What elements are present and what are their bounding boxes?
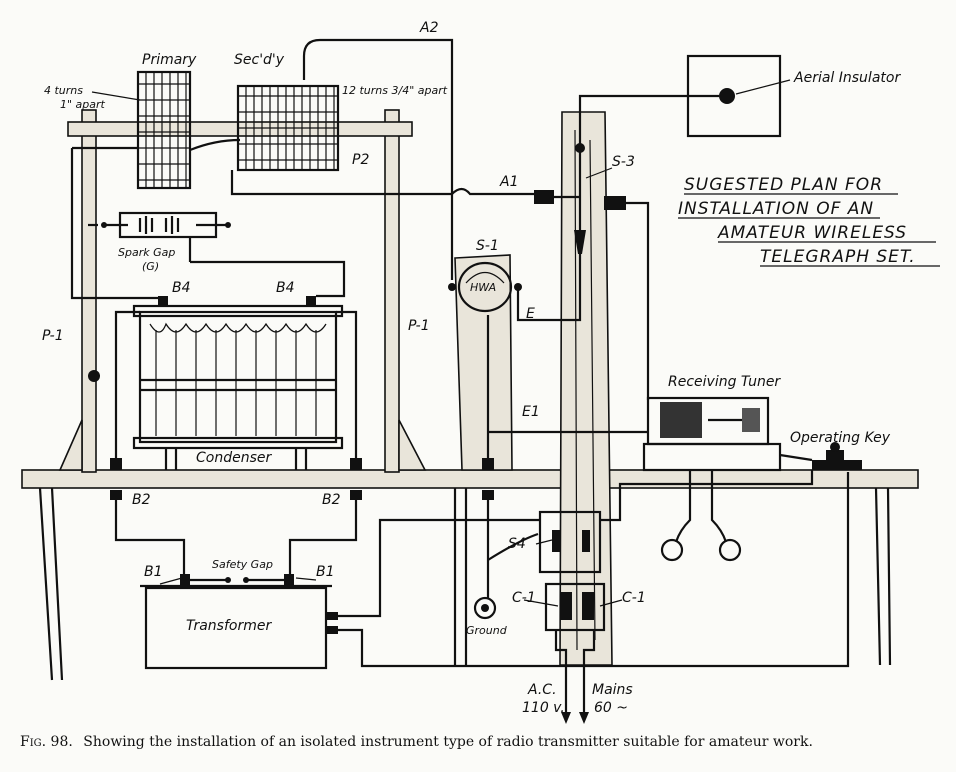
table-leg-mid bbox=[453, 488, 468, 665]
post-p1-right bbox=[384, 109, 400, 473]
ground-terminal bbox=[473, 596, 497, 620]
label-twelve-turns: 12 turns 3/4" apart bbox=[342, 84, 448, 97]
title-line-1: SUGESTED PLAN FOR bbox=[684, 175, 883, 195]
label-ground: Ground bbox=[466, 624, 508, 637]
label-p2: P2 bbox=[352, 152, 369, 168]
label-c1-left: C-1 bbox=[512, 590, 536, 606]
title-underlines bbox=[678, 193, 940, 267]
label-secondary: Sec'd'y bbox=[234, 52, 285, 68]
aerial-insulator bbox=[719, 88, 735, 104]
mast-post bbox=[559, 111, 613, 666]
label-p1-right: P-1 bbox=[408, 318, 430, 334]
label-one-apart: 1" apart bbox=[60, 98, 106, 111]
table-leg-right bbox=[874, 487, 892, 666]
title-line-2: INSTALLATION OF AN bbox=[678, 199, 874, 219]
label-b4-left: B4 bbox=[172, 280, 191, 296]
label-b2-right: B2 bbox=[322, 492, 341, 508]
title-line-4: TELEGRAPH SET. bbox=[760, 247, 916, 267]
spark-gap bbox=[101, 211, 231, 239]
title-line-3: AMATEUR WIRELESS bbox=[717, 223, 907, 243]
label-condenser: Condenser bbox=[196, 450, 272, 466]
label-a1: A1 bbox=[499, 174, 518, 190]
secondary-coil bbox=[236, 84, 340, 172]
label-b1-left: B1 bbox=[144, 564, 163, 580]
label-b2-left: B2 bbox=[132, 492, 151, 508]
table-leg-left-1 bbox=[38, 487, 64, 681]
label-mains: Mains bbox=[592, 682, 633, 698]
figure-number: Fig. 98. bbox=[20, 734, 73, 750]
label-e1: E1 bbox=[522, 404, 540, 420]
hot-wire-ammeter bbox=[448, 261, 522, 313]
label-a2: A2 bbox=[419, 20, 439, 36]
leader-lines bbox=[91, 79, 791, 607]
antenna-switch bbox=[534, 143, 626, 254]
primary-coil bbox=[136, 70, 192, 190]
label-s1: S-1 bbox=[476, 238, 499, 254]
operating-key bbox=[812, 442, 862, 470]
label-b4-right: B4 bbox=[276, 280, 295, 296]
label-s3: S-3 bbox=[612, 154, 635, 170]
binding-posts bbox=[88, 296, 494, 500]
brace-right bbox=[398, 419, 427, 471]
fuses bbox=[544, 582, 606, 632]
caption-text: Showing the installation of an isolated … bbox=[83, 734, 813, 750]
label-four-turns: 4 turns bbox=[44, 84, 83, 97]
label-e: E bbox=[526, 306, 535, 322]
label-hwa: HWA bbox=[470, 281, 496, 294]
label-ac: A.C. bbox=[527, 682, 557, 698]
table-top bbox=[21, 469, 919, 489]
label-aerial-insulator: Aerial Insulator bbox=[793, 70, 901, 86]
headphones bbox=[660, 470, 742, 562]
label-s4: S4 bbox=[508, 536, 526, 552]
transformer bbox=[140, 574, 338, 670]
label-cycles: 60 ~ bbox=[594, 700, 628, 716]
lightning-switch bbox=[538, 510, 602, 574]
condenser bbox=[132, 304, 344, 470]
label-p1-left: P-1 bbox=[42, 328, 64, 344]
label-primary: Primary bbox=[142, 52, 197, 68]
post-p1-left bbox=[81, 109, 97, 473]
figure-caption: Fig. 98. Showing the installation of an … bbox=[20, 734, 920, 750]
label-volts: 110 v. bbox=[522, 700, 565, 716]
crossbar bbox=[67, 121, 413, 137]
receiving-tuner bbox=[642, 396, 782, 472]
label-transformer: Transformer bbox=[186, 618, 272, 634]
label-b1-right: B1 bbox=[316, 564, 335, 580]
mast-grain bbox=[574, 129, 596, 651]
label-c1-right: C-1 bbox=[622, 590, 646, 606]
wiring bbox=[70, 38, 850, 724]
wiring-diagram: Primary Sec'd'y 4 turns 1" apart 12 turn… bbox=[21, 20, 940, 724]
brace-left bbox=[58, 419, 83, 471]
label-operating-key: Operating Key bbox=[790, 430, 891, 446]
label-spark-gap: Spark Gap bbox=[118, 246, 175, 259]
label-safety-gap: Safety Gap bbox=[212, 558, 273, 571]
label-receiving-tuner: Receiving Tuner bbox=[668, 374, 781, 390]
label-spark-gap-g: (G) bbox=[142, 260, 159, 273]
